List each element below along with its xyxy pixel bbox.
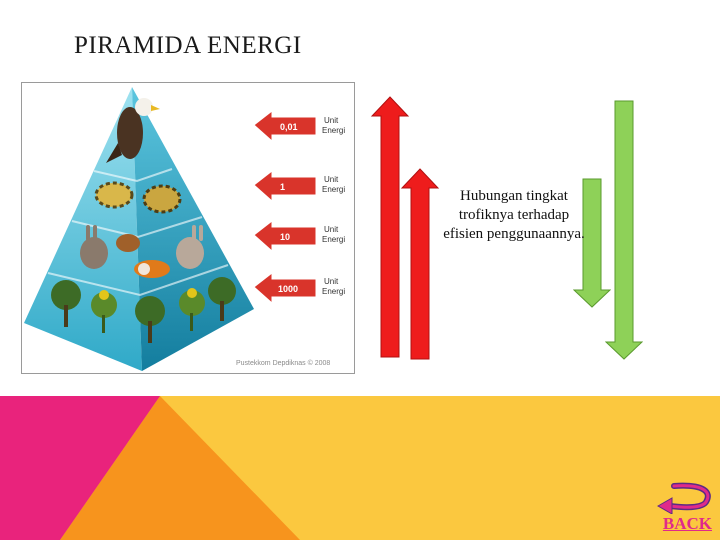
energy-level-1: 0,01 Unit Energi <box>254 111 345 141</box>
decorative-band <box>0 396 720 540</box>
energy-pyramid-figure: 0,01 Unit Energi 1 Unit Energi 10 Unit E… <box>21 82 355 374</box>
svg-text:Energi: Energi <box>322 287 345 296</box>
energy-pyramid-image: 0,01 Unit Energi 1 Unit Energi 10 Unit E… <box>22 83 354 373</box>
energy-value: 0,01 <box>280 122 298 132</box>
image-credit: Pustekkom Depdiknas © 2008 <box>236 359 330 367</box>
svg-text:Unit: Unit <box>324 116 339 125</box>
down-arrow-icon <box>605 100 643 360</box>
svg-text:Unit: Unit <box>324 225 339 234</box>
energy-value: 1 <box>280 182 285 192</box>
up-arrow-icon <box>400 168 440 360</box>
svg-text:Energi: Energi <box>322 185 345 194</box>
energy-level-4: 1000 Unit Energi <box>254 273 345 303</box>
energy-level-3: 10 Unit Energi <box>254 221 345 251</box>
energy-value: 10 <box>280 232 290 242</box>
energy-level-2: 1 Unit Energi <box>254 171 345 201</box>
svg-text:Unit: Unit <box>324 277 339 286</box>
slide-title: PIRAMIDA ENERGI <box>74 32 302 60</box>
svg-text:Energi: Energi <box>322 126 345 135</box>
svg-text:Unit: Unit <box>324 175 339 184</box>
caption-text: Hubungan tingkat trofiknya terhadap efis… <box>440 187 588 244</box>
back-link[interactable]: BACK <box>663 514 712 534</box>
energy-value: 1000 <box>278 284 298 294</box>
svg-text:Energi: Energi <box>322 235 345 244</box>
back-return-icon[interactable] <box>656 480 714 514</box>
